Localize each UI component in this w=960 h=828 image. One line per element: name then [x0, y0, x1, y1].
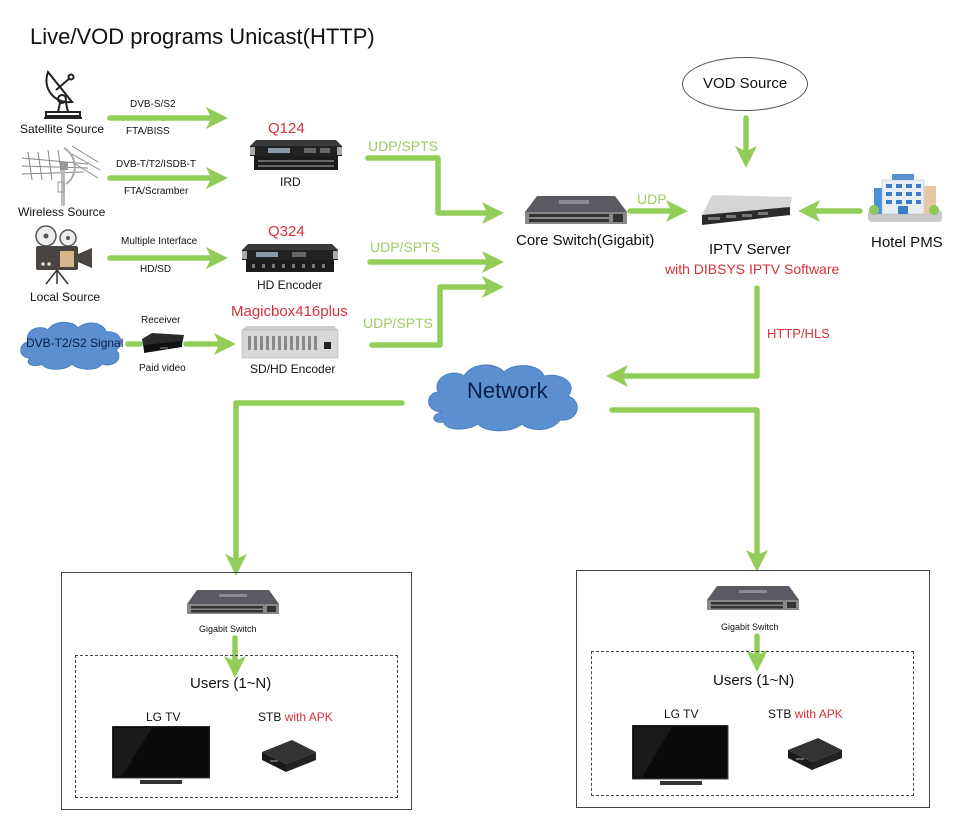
http-hls-label: HTTP/HLS: [767, 326, 830, 341]
paid-video-label: Paid video: [139, 363, 186, 374]
cloud-icon: [20, 321, 122, 370]
satellite-top-label: DVB-S/S2: [130, 99, 176, 110]
network-label: Network: [467, 378, 548, 403]
diagram-title: Live/VOD programs Unicast(HTTP): [30, 24, 375, 49]
encoder-model-label: Q324: [268, 223, 305, 240]
arrow-network-to-left-group: [225, 400, 405, 576]
right-stb-icon: [788, 738, 842, 770]
left-stb-icon: [262, 740, 316, 772]
ird-protocol-label: UDP/SPTS: [368, 138, 439, 154]
hotel-building-icon: [868, 174, 942, 222]
left-stb-name: STB: [258, 710, 282, 724]
encoder-protocol-label: UDP/SPTS: [370, 239, 441, 255]
arrow-server-to-network: [606, 285, 760, 387]
local-source-label: Local Source: [30, 290, 101, 304]
left-gigabit-switch-icon: [187, 590, 279, 614]
network-cloud-icon: [428, 364, 578, 432]
left-user-group-box: [61, 572, 412, 810]
left-stb-label: STB with APK: [258, 711, 333, 723]
vod-source-label: VOD Source: [703, 75, 788, 92]
ird-device-icon: [250, 140, 342, 170]
iptv-server-label: IPTV Server: [709, 241, 791, 258]
film-camera-icon: [35, 225, 92, 285]
arrow-ird-to-core-switch: [365, 155, 504, 224]
arrow-network-to-right-group: [609, 407, 768, 572]
magicbox-model-label: Magicbox416plus: [231, 303, 348, 320]
arrow-magicbox-to-core-switch: [369, 276, 504, 348]
local-top-label: Multiple Interface: [121, 236, 198, 247]
right-lg-tv-icon: [632, 725, 729, 785]
satellite-source-label: Satellite Source: [20, 122, 105, 136]
sd-hd-encoder-label: SD/HD Encoder: [250, 362, 336, 376]
left-lg-tv-icon: [112, 726, 210, 784]
vod-source-ellipse: [682, 57, 808, 111]
dvb-signal-label: DVB-T2/S2 Signal: [26, 336, 124, 350]
hd-encoder-label: HD Encoder: [257, 278, 323, 292]
ird-label: IRD: [280, 175, 301, 189]
left-gigabit-switch-label: Gigabit Switch: [199, 624, 257, 634]
right-stb-name: STB: [768, 707, 792, 721]
right-stb-suffix: with APK: [794, 707, 843, 721]
left-users-area: [75, 655, 398, 798]
receiver-label: Receiver: [141, 315, 181, 326]
antenna-icon: [21, 145, 101, 206]
right-user-group-box: [576, 570, 930, 808]
hd-encoder-device-icon: [242, 244, 338, 272]
wireless-source-label: Wireless Source: [18, 205, 106, 219]
wireless-bottom-label: FTA/Scramber: [124, 186, 189, 197]
right-gigabit-switch-icon: [707, 586, 799, 610]
iptv-server-icon: [702, 195, 792, 225]
core-switch-icon: [525, 196, 627, 224]
core-switch-label: Core Switch(Gigabit): [516, 232, 655, 249]
satellite-bottom-label: FTA/BISS: [126, 126, 170, 137]
right-gigabit-switch-label: Gigabit Switch: [721, 622, 779, 632]
sd-hd-encoder-device-icon: [241, 326, 339, 359]
right-stb-label: STB with APK: [768, 708, 843, 720]
receiver-icon: [142, 333, 184, 353]
core-switch-protocol-label: UDP: [637, 191, 667, 207]
left-stb-suffix: with APK: [284, 710, 333, 724]
right-tv-label: LG TV: [664, 707, 699, 721]
ird-model-label: Q124: [268, 120, 305, 137]
satellite-dish-icon: [44, 69, 82, 119]
hotel-pms-label: Hotel PMS: [871, 234, 943, 251]
left-users-label: Users (1~N): [190, 675, 272, 692]
right-users-label: Users (1~N): [713, 672, 795, 689]
local-bottom-label: HD/SD: [140, 264, 172, 275]
left-tv-label: LG TV: [146, 710, 181, 724]
right-users-area: [591, 651, 914, 796]
iptv-server-subtitle: with DIBSYS IPTV Software: [665, 261, 840, 277]
magicbox-protocol-label: UDP/SPTS: [363, 315, 434, 331]
wireless-top-label: DVB-T/T2/ISDB-T: [116, 159, 197, 170]
